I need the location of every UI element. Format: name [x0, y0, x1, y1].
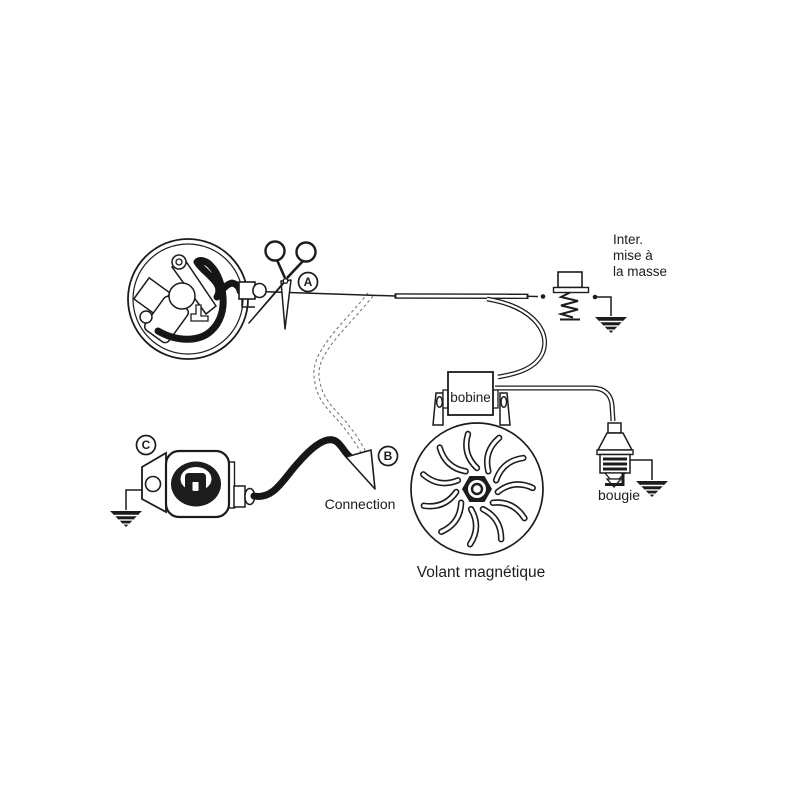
wire-terminal-dot	[540, 294, 546, 299]
coil: bobine	[442, 371, 499, 416]
spark-plug: bougie	[596, 422, 669, 503]
kill-wire	[258, 290, 546, 299]
marker-b-label: B	[384, 449, 393, 463]
marker-c: C	[135, 434, 157, 456]
connection-terminal: Connection	[325, 449, 396, 512]
switch-spring	[557, 291, 579, 319]
module-bracket-hole	[144, 475, 162, 493]
coil-primary-wire	[486, 296, 547, 380]
module-logo	[171, 461, 221, 507]
connection-label: Connection	[325, 496, 396, 512]
ground-switch-label-line1: Inter.	[613, 232, 643, 247]
switch-terminal-right	[592, 294, 598, 300]
ground-switch-label-line2: mise à	[613, 248, 653, 263]
marker-a-label: A	[304, 275, 313, 289]
condenser-terminal	[139, 310, 153, 324]
marker-a: A	[297, 271, 319, 293]
breaker-plate	[127, 238, 267, 360]
dashed-original-wire	[313, 292, 374, 466]
module-ground-wire	[125, 489, 142, 510]
switch-base-plate	[552, 286, 590, 294]
marker-b: B	[377, 445, 399, 467]
ground-switch-label-line3: la masse	[613, 264, 667, 279]
points-contact	[190, 304, 209, 322]
coil-bracket	[432, 392, 511, 426]
ground-switch-label: Inter. mise à la masse	[613, 232, 667, 279]
switch-ground-wire	[597, 296, 612, 316]
marker-c-label: C	[142, 438, 151, 452]
flywheel: Volant magnétique	[410, 422, 545, 581]
coil-label: bobine	[450, 390, 491, 405]
ground-icon	[594, 316, 628, 334]
module-connector	[233, 485, 246, 508]
spark-plug-label: bougie	[598, 487, 640, 503]
ground-icon	[635, 480, 669, 498]
ground-switch: Inter. mise à la masse	[552, 232, 667, 334]
cam-circle	[168, 282, 196, 310]
spark-plug-ground-wire	[630, 459, 653, 480]
ground-icon	[109, 510, 143, 528]
kill-module	[109, 436, 354, 528]
ht-lead	[495, 385, 616, 422]
scissors-icon	[248, 240, 317, 330]
flywheel-label: Volant magnétique	[417, 564, 545, 581]
module-cable	[250, 436, 354, 500]
points-lead-wire	[154, 257, 244, 343]
spark-plug-strap	[605, 473, 625, 486]
switch-button-cap	[557, 271, 583, 289]
